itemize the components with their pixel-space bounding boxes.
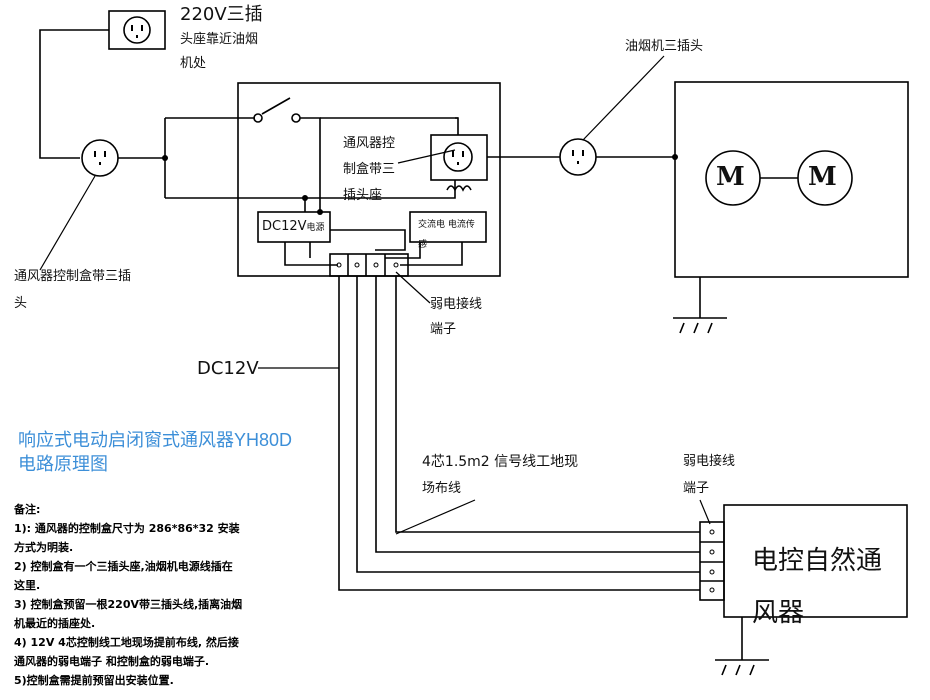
label-weak-terminal-top-1: 弱电接线 (430, 297, 483, 312)
diagram-title-line2: 电路原理图 (18, 454, 108, 474)
wire-to-box-socket (305, 180, 456, 199)
label-box-socket-2: 制盒带三 (343, 162, 396, 177)
hood-plug (559, 138, 597, 176)
note-line: 2) 控制盒有一个三插头座,油烟机电源线插在 (14, 560, 233, 573)
hood-ground-symbol (673, 277, 727, 334)
range-hood-box (674, 81, 909, 278)
label-box-socket-3: 插头座 (343, 188, 383, 203)
notes-block: 备注: 1): 通风器的控制盒尺寸为 286*86*32 安装 方式为明装. 2… (14, 500, 284, 690)
label-socket-220v-1: 220V三插 (180, 4, 263, 25)
leader-hood-plug (582, 55, 665, 141)
label-socket-220v-3: 机处 (180, 56, 207, 71)
junction-dot (672, 154, 678, 160)
switch (238, 97, 321, 212)
label-ventilator-2: 风器 (752, 598, 805, 628)
wire-switch-to-socket (455, 117, 459, 135)
junction-dot (162, 155, 168, 161)
left-plug (81, 139, 119, 177)
leader-box-socket (397, 149, 456, 164)
terminal-screw (709, 529, 715, 535)
terminal-screw (709, 587, 715, 593)
note-line: 机最近的插座处. (14, 617, 96, 630)
note-line: 4) 12V 4芯控制线工地现场提前布线, 然后接 (14, 636, 239, 649)
note-line: 3) 控制盒预留一根220V带三插头线,插离油烟 (14, 598, 243, 611)
label-box-socket-1: 通风器控 (343, 136, 396, 151)
label-left-plug-2: 头 (14, 296, 28, 311)
label-weak-terminal-right-1: 弱电接线 (683, 454, 736, 469)
wire-sensor-b (400, 242, 463, 266)
label-signal-cable-1: 4芯1.5m2 信号线工地现 (422, 454, 579, 470)
label-ventilator-1: 电控自然通 (752, 546, 883, 576)
label-socket-220v-2: 头座靠近油烟 (180, 32, 259, 47)
control-box-terminal (329, 253, 409, 277)
note-line: 1): 通风器的控制盒尺寸为 286*86*32 安装 (14, 522, 240, 535)
signal-wire-3 (375, 276, 700, 553)
terminal-screw (354, 262, 360, 268)
terminal-screw (373, 262, 379, 268)
terminal-screw (336, 262, 342, 268)
label-signal-cable-2: 场布线 (422, 481, 462, 496)
wire-dc-neg (284, 242, 338, 266)
signal-wire-4 (395, 276, 700, 533)
box-socket (430, 134, 488, 181)
wall-socket-220v (108, 10, 166, 50)
motor-1-symbol: M (716, 162, 745, 192)
ac-sensor-box (409, 211, 487, 243)
note-line: 方式为明装. (14, 541, 74, 554)
label-dc12v-power: DC12V电源 (262, 220, 325, 233)
terminal-screw (709, 549, 715, 555)
label-dc12v-power-b: 电源 (306, 223, 325, 233)
leader-weak-terminal-top (395, 271, 431, 304)
wire-sensor-a (385, 242, 421, 259)
note-line: 通风器的弱电端子 和控制盒的弱电端子. (14, 655, 210, 668)
label-ac-sensor-b: 感 (418, 240, 428, 250)
label-left-plug-1: 通风器控制盒带三插 (14, 269, 132, 284)
current-sensor-coil (446, 185, 472, 192)
wire-dc-link (330, 229, 406, 251)
leader-left-plug (39, 175, 96, 271)
note-line: 5)控制盒需提前预留出安装位置. (14, 674, 174, 687)
notes-heading: 备注: (14, 503, 41, 516)
note-line: 这里. (14, 579, 41, 592)
motor-2-symbol: M (808, 162, 837, 192)
dc12v-power-box (257, 211, 331, 243)
diagram-title-line1: 响应式电动启闭窗式通风器YH80D (18, 430, 293, 450)
diagram-title: 响应式电动启闭窗式通风器YH80D 电路原理图 (18, 428, 292, 476)
leader-weak-terminal-right (699, 499, 711, 525)
leader-signal-cable (395, 499, 476, 535)
label-ac-sensor-a: 交流电 电流传 (418, 220, 475, 230)
signal-wire-1 (338, 276, 700, 591)
label-weak-terminal-right-2: 端子 (683, 481, 710, 496)
terminal-screw (709, 569, 715, 575)
ventilator-terminal (699, 521, 725, 601)
junction-dot (317, 209, 323, 215)
signal-wire-2 (356, 276, 700, 573)
ventilator-ground-symbol (715, 617, 769, 676)
label-dc12v-power-a: DC12V (262, 219, 307, 234)
label-dc12v-line: DC12V (197, 358, 259, 379)
label-hood-plug: 油烟机三插头 (625, 39, 704, 54)
junction-dot (302, 195, 308, 201)
label-weak-terminal-top-2: 端子 (430, 322, 457, 337)
terminal-screw (393, 262, 399, 268)
wire-socket-to-plug (39, 29, 109, 159)
